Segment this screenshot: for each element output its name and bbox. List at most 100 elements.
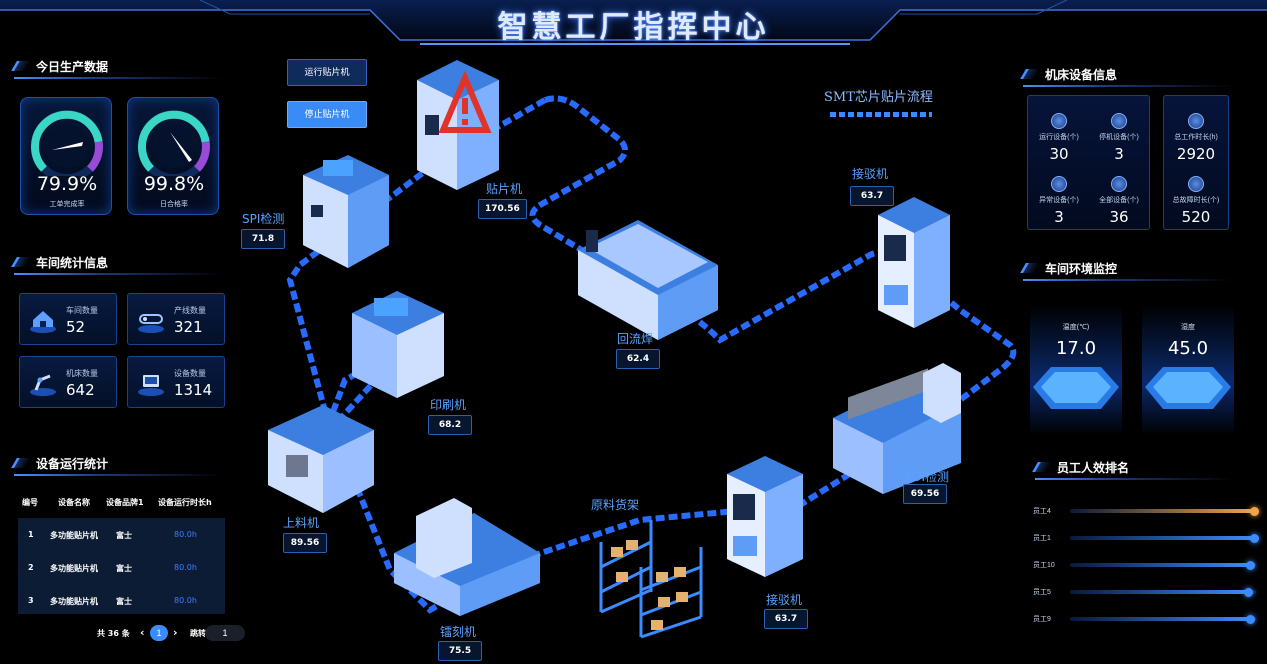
- gauge-needle: [170, 132, 192, 162]
- stat-value: 642: [66, 381, 95, 399]
- environment-section-title: 车间环境监控: [1020, 257, 1117, 279]
- ranking-label: 员工4: [1033, 508, 1051, 515]
- section-divider: [1023, 85, 1233, 87]
- section-divider: [14, 77, 224, 79]
- stat-label: 产线数量: [174, 306, 206, 315]
- ranking-label: 员工1: [1033, 535, 1051, 542]
- info-label: 全部设备(个): [1099, 197, 1139, 204]
- production-section-title: 今日生产数据: [11, 55, 108, 77]
- engraver-machine-illustration: [394, 498, 540, 616]
- receiver-bottom-value: 63.7: [764, 609, 808, 629]
- info-label: 运行设备(个): [1039, 134, 1079, 141]
- table-header-runtime: 设备运行时长h: [158, 498, 212, 507]
- flow-title-underline: [830, 112, 932, 117]
- house-icon: [30, 311, 56, 333]
- receiver-bottom-label: 接驳机: [766, 593, 803, 607]
- stat-card-machine-tools: 机床数量 642: [19, 356, 117, 408]
- info-label: 总故障时长(个): [1172, 197, 1220, 204]
- section-divider: [1023, 279, 1233, 281]
- receiver-bottom-machine-illustration: [727, 456, 803, 577]
- section-divider: [14, 273, 224, 275]
- ranking-bar: [1070, 536, 1256, 540]
- pager-prev-button[interactable]: ‹: [140, 626, 145, 639]
- stat-card-production-lines: 产线数量 321: [127, 293, 225, 345]
- section-divider: [14, 474, 224, 476]
- gauge-card-daily-pass-rate: 99.8% 日合格率: [127, 97, 219, 215]
- placer-value: 170.56: [478, 199, 527, 219]
- refresh-icon: [1051, 113, 1067, 129]
- stop-placer-button[interactable]: 停止贴片机: [287, 101, 367, 128]
- ranking-dot: [1250, 506, 1259, 516]
- ranking-bar: [1070, 617, 1252, 621]
- receiver-top-machine-illustration: [878, 197, 950, 328]
- ranking-label: 员工9: [1033, 616, 1051, 623]
- spi-value: 71.8: [241, 229, 285, 249]
- ranking-dot: [1244, 587, 1253, 597]
- info-label: 停机设备(个): [1099, 134, 1139, 141]
- flow-title: SMT芯片贴片流程: [824, 90, 933, 105]
- printer-label: 印刷机: [430, 398, 467, 412]
- pager-current-page[interactable]: 1: [150, 625, 168, 641]
- minus-circle-icon: [1111, 113, 1127, 129]
- gauge-dial: [31, 110, 103, 176]
- stat-label: 机床数量: [66, 369, 98, 378]
- pager-next-button[interactable]: ›: [173, 626, 178, 639]
- pager-total: 共 36 条: [97, 629, 130, 638]
- ranking-bar: [1070, 563, 1252, 567]
- ranking-label: 员工5: [1033, 589, 1051, 596]
- loader-machine-illustration: [268, 405, 374, 513]
- reflow-machine-illustration: [578, 220, 718, 340]
- table-row[interactable]: 1 多功能贴片机 富士 80.0h: [28, 530, 197, 540]
- info-value: 3: [1054, 208, 1064, 226]
- reflow-label: 回流焊: [617, 332, 654, 346]
- ranking-bar: [1070, 590, 1250, 594]
- section-divider: [1035, 478, 1233, 480]
- placer-label: 贴片机: [486, 182, 523, 196]
- humidity-label: 湿度: [1181, 324, 1195, 331]
- equipment-section-title: 设备运行统计: [11, 452, 108, 474]
- placer-machine-illustration: [417, 60, 499, 190]
- equipment-table-body: [18, 518, 225, 614]
- stat-card-equipment: 设备数量 1314: [127, 356, 225, 408]
- run-placer-button[interactable]: 运行贴片机: [287, 59, 367, 86]
- ranking-dot: [1250, 533, 1259, 543]
- ranking-label: 员工10: [1033, 562, 1055, 569]
- humidity-value: 45.0: [1167, 338, 1209, 359]
- header-frame: [0, 0, 1267, 45]
- ranking-bar: [1070, 509, 1256, 513]
- warning-icon: [1188, 176, 1204, 192]
- humidity-hexagon: [1145, 367, 1231, 409]
- stat-card-workshops: 车间数量 52: [19, 293, 117, 345]
- table-row[interactable]: 2 多功能贴片机 富士 80.0h: [28, 563, 197, 573]
- aoi-value: 69.56: [903, 484, 947, 504]
- gauge-value: 99.8%: [143, 173, 205, 195]
- stat-value: 1314: [174, 381, 213, 399]
- table-header-id: 编号: [22, 498, 38, 507]
- temperature-hexagon: [1033, 367, 1119, 409]
- receiver-top-value: 63.7: [850, 186, 894, 206]
- alert-box-icon: [1051, 176, 1067, 192]
- aoi-machine-illustration: [833, 363, 961, 494]
- shelf-label: 原料货架: [591, 498, 640, 512]
- gauge-value: 79.9%: [36, 173, 98, 195]
- temperature-value: 17.0: [1055, 338, 1097, 359]
- spi-machine-illustration: [303, 155, 389, 268]
- warning-icon: [438, 70, 492, 133]
- info-label: 异常设备(个): [1039, 197, 1079, 204]
- raw-material-shelf-illustration: [599, 520, 703, 639]
- gauge-card-order-completion: 79.9% 工单完成率: [20, 97, 112, 215]
- gauge-needle: [52, 142, 83, 150]
- workshop-section-title: 车间统计信息: [11, 251, 108, 273]
- aoi-label: AOI检测: [904, 470, 949, 484]
- gauge-label: 日合格率: [160, 201, 188, 208]
- engraver-label: 镭刻机: [440, 625, 477, 639]
- table-header-name: 设备名称: [58, 498, 90, 507]
- clock-icon: [1188, 113, 1204, 129]
- printer-machine-illustration: [352, 291, 444, 398]
- pager-jump-input[interactable]: 1: [205, 625, 245, 641]
- table-row[interactable]: 3 多功能贴片机 富士 80.0h: [28, 596, 197, 606]
- ranking-dot: [1246, 614, 1255, 624]
- receiver-top-label: 接驳机: [852, 167, 889, 181]
- ranking-dot: [1246, 560, 1255, 570]
